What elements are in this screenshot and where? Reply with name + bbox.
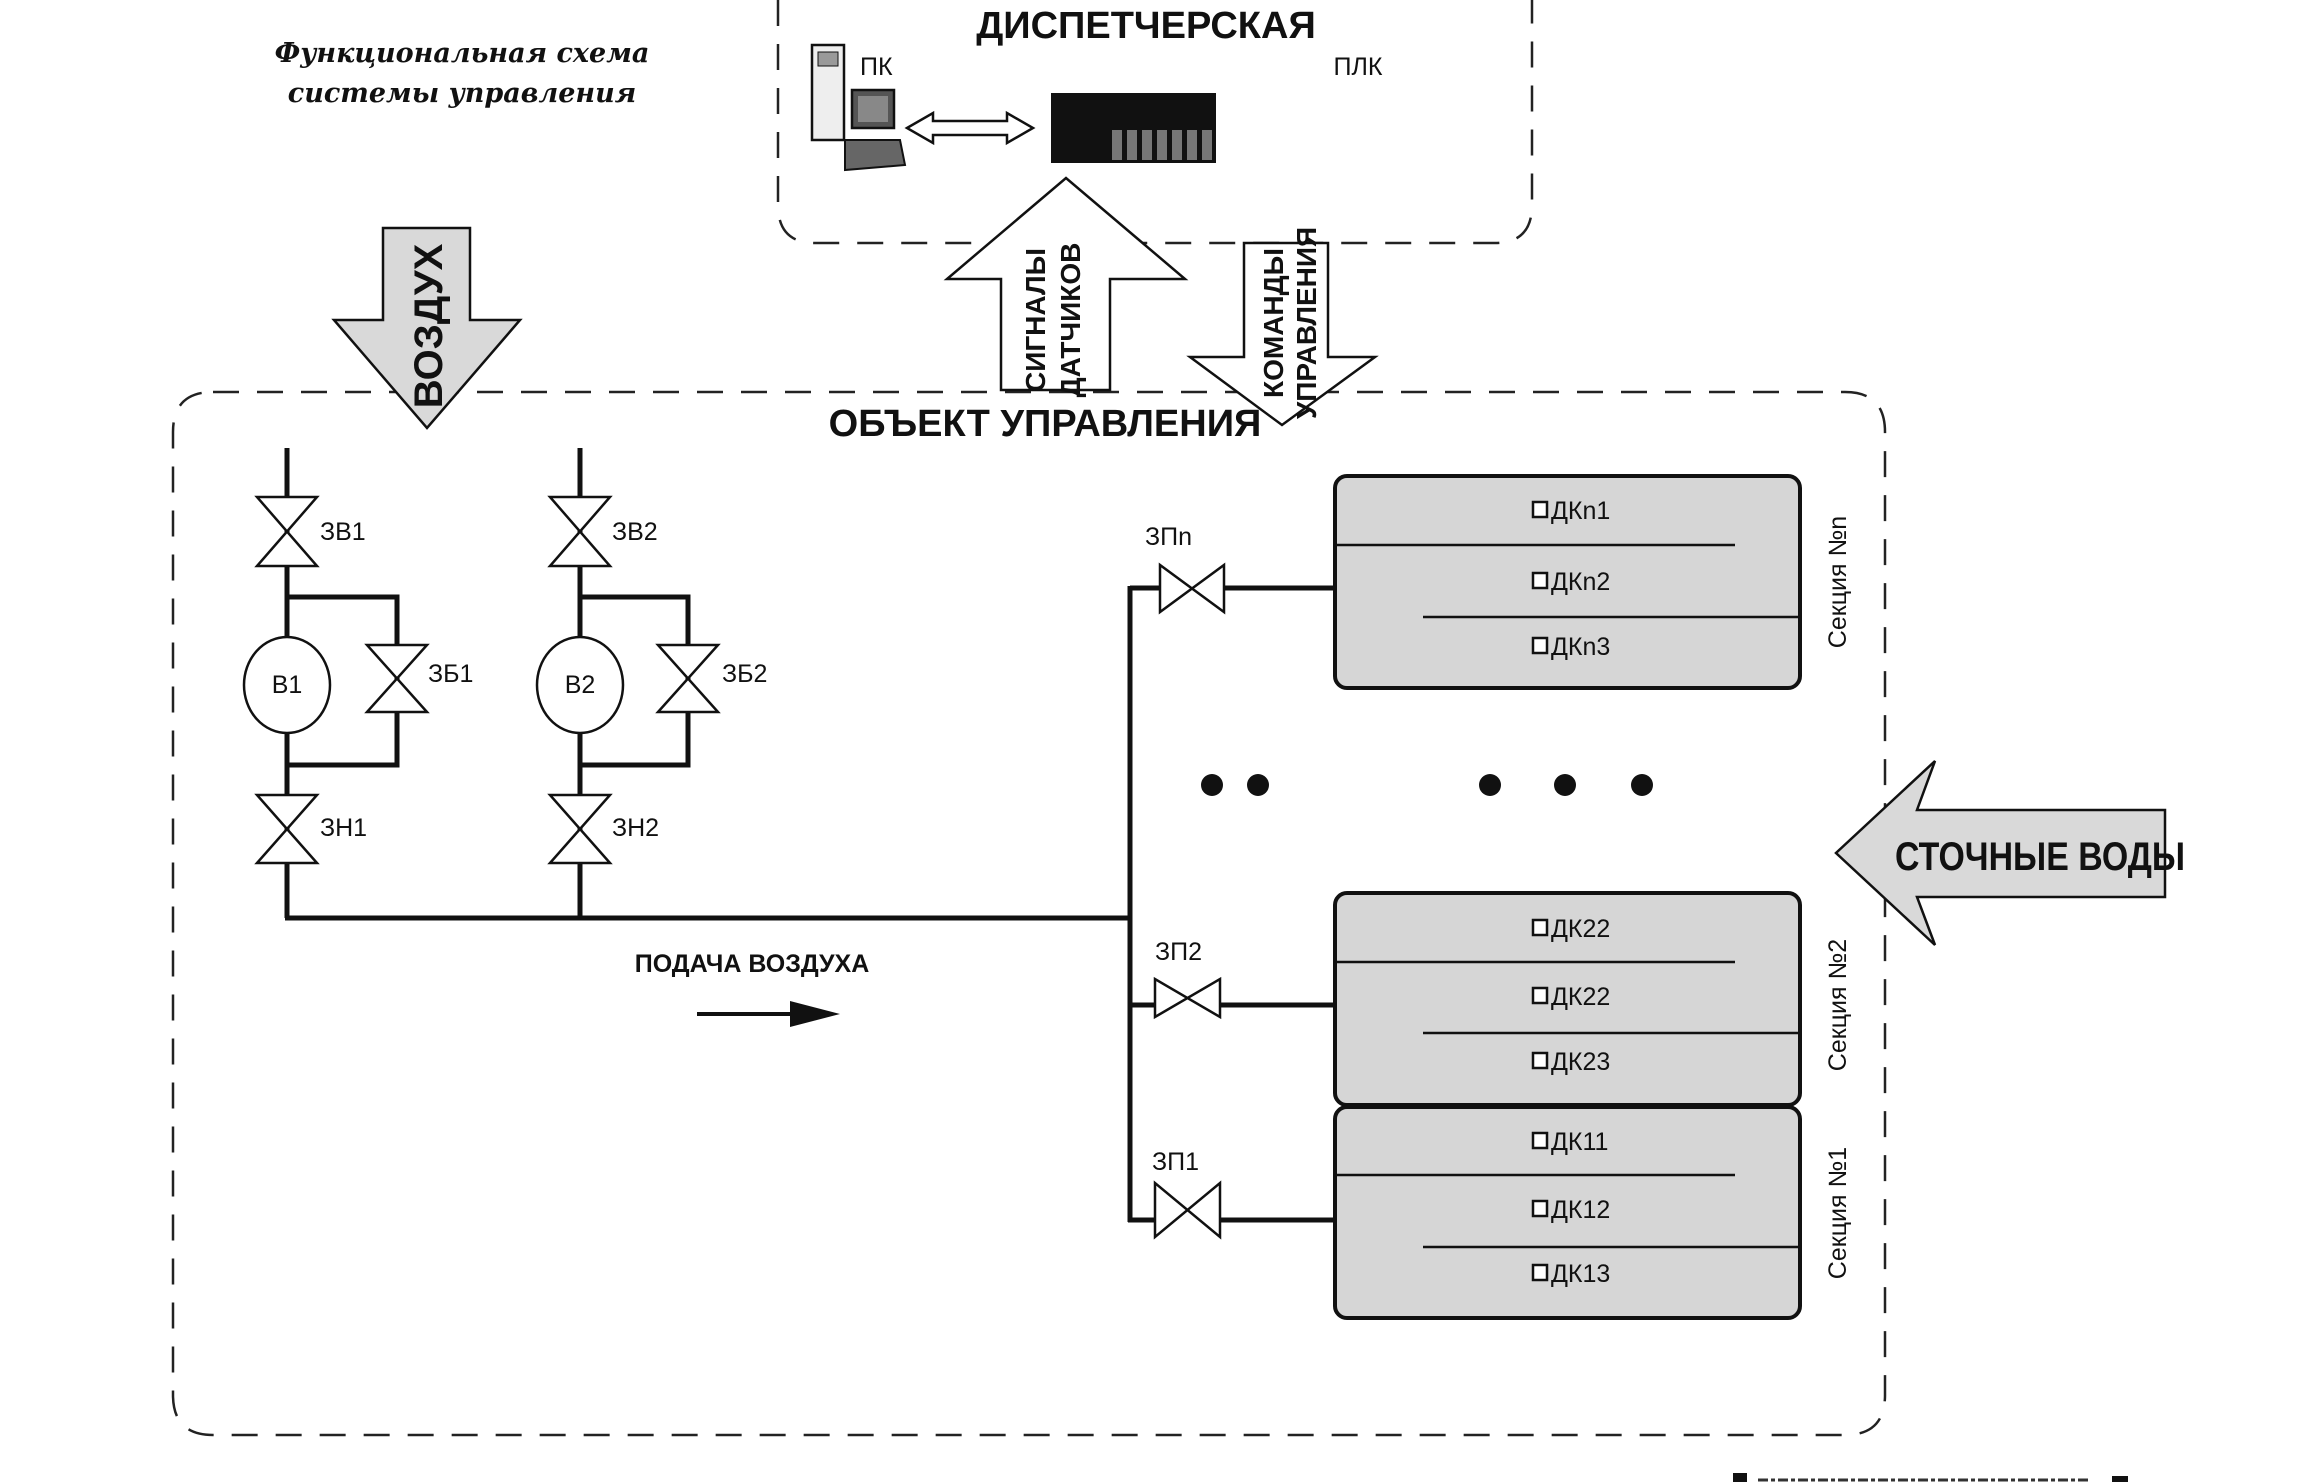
valve-zb1-label: ЗБ1 [428,660,473,688]
sensor-signals-line-2: ДАТЧИКОВ [1055,243,1086,398]
control-object-title: ОБЪЕКТ УПРАВЛЕНИЯ [829,403,1262,445]
control-object-border [171,390,1887,1437]
valve-zn2-icon[interactable] [547,793,613,865]
sensor-signals-arrow: СИГНАЛЫ ДАТЧИКОВ [943,176,1189,398]
air-supply-label: ПОДАЧА ВОЗДУХА [635,950,870,978]
wastewater-arrow: СТОЧНЫЕ ВОДЫ [1834,760,2185,946]
plc-icon [1051,93,1216,163]
valve-zn2-label: ЗН2 [612,814,659,842]
dispatcher-title: ДИСПЕТЧЕРСКАЯ [976,5,1316,47]
sensor-dk23-icon [1531,1051,1549,1070]
blower-b1-icon[interactable] [242,635,332,735]
section-1-tank [1333,1105,1802,1320]
bidirectional-arrow-icon [904,110,1036,146]
sensor-dk13-label: ДК13 [1551,1260,1610,1288]
control-commands-arrow: КОМАНДЫ УПРАВЛЕНИЯ [1186,227,1379,427]
valve-zpn-icon[interactable] [1158,562,1226,615]
valve-zn1-label: ЗН1 [320,814,367,842]
blower-b2-label: В2 [565,671,596,699]
section-2: ЗП2 ДК22 ДК22 ДК23 Секция №2 [1130,891,1852,1107]
section-n-tank [1333,474,1802,690]
blower-unit-2: ЗВ2 В2 ЗБ2 ЗН2 [535,448,767,918]
sensor-dk12-label: ДК12 [1551,1196,1610,1224]
sensor-dkn2-icon [1531,571,1549,590]
sensor-dk23-label: ДК23 [1551,1048,1610,1076]
ellipsis-dots [1201,774,1653,796]
wastewater-label: СТОЧНЫЕ ВОДЫ [1895,835,2185,879]
air-flow-arrow-icon [697,1001,840,1027]
air-label: ВОЗДУХ [407,243,451,408]
plc-label: ПЛК [1334,53,1383,81]
sensor-dk22b-icon [1531,986,1549,1005]
section-2-label: Секция №2 [1824,939,1852,1071]
sensor-dkn3-label: ДКn3 [1551,633,1610,661]
valve-zv2-label: ЗВ2 [612,518,658,546]
sensor-dk12-icon [1531,1199,1549,1218]
sensor-dkn1-label: ДКn1 [1551,497,1610,525]
valve-zp2-icon[interactable] [1153,976,1222,1020]
title-line-1: Функциональная схема [275,38,650,69]
sensor-dkn2-label: ДКn2 [1551,568,1610,596]
air-inlet-arrow: ВОЗДУХ [331,226,523,430]
valve-zpn-label: ЗПn [1145,523,1192,551]
section-n: ЗПn ДКn1 ДКn2 ДКn3 Секция №n [1130,474,1852,690]
valve-zb2-icon[interactable] [655,643,721,714]
section-1-label: Секция №1 [1824,1147,1852,1279]
sensor-dk11-icon [1531,1131,1549,1150]
control-commands-line-1: КОМАНДЫ [1258,248,1289,398]
sensor-dk22a-label: ДК22 [1551,915,1610,943]
control-commands-line-2: УПРАВЛЕНИЯ [1291,227,1322,419]
pc-label: ПК [860,53,893,81]
blower-b2-icon[interactable] [535,635,625,735]
sensor-dk13-icon [1531,1263,1549,1282]
valve-zv1-icon[interactable] [254,495,320,568]
valve-zp2-label: ЗП2 [1155,938,1202,966]
sensor-dk22a-icon [1531,918,1549,937]
valve-zp1-label: ЗП1 [1152,1148,1199,1176]
section-n-label: Секция №n [1824,516,1852,648]
blower-unit-1: ЗВ1 В1 ЗБ1 ЗН1 [242,448,473,918]
sensor-dk22b-label: ДК22 [1551,983,1610,1011]
valve-zp1-icon[interactable] [1153,1180,1222,1240]
valve-zn1-icon[interactable] [254,793,320,865]
dispatcher-room: ДИСПЕТЧЕРСКАЯ ПК ПЛК [776,0,1534,245]
pc-icon [810,43,907,172]
dispatcher-border [776,0,1534,245]
valve-zv1-label: ЗВ1 [320,518,366,546]
blower-b1-label: В1 [272,671,303,699]
sensor-dk11-label: ДК11 [1551,1128,1608,1156]
valve-zb1-icon[interactable] [364,643,430,714]
title-line-2: системы управления [288,78,636,109]
sensor-signals-line-1: СИГНАЛЫ [1020,248,1051,392]
section-1: ЗП1 ДК11 ДК12 ДК13 Секция №1 [1128,1105,1852,1320]
sensor-dkn1-icon [1531,500,1549,519]
sensor-dkn3-icon [1531,636,1549,655]
diagram-title: Функциональная схема системы управления [275,38,650,109]
valve-zb2-label: ЗБ2 [722,660,767,688]
footer-artifact [1733,1473,2128,1482]
valve-zv2-icon[interactable] [547,495,613,568]
